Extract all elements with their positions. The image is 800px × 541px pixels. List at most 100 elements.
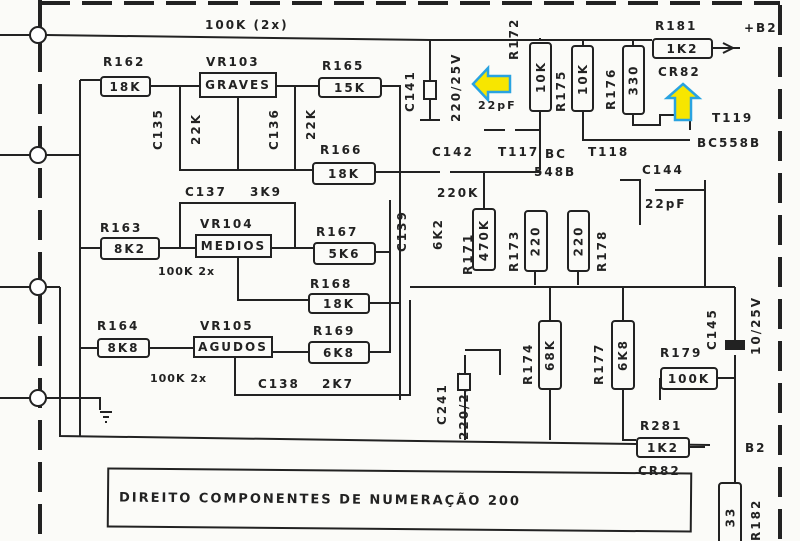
t118-ref: T118 <box>588 145 630 159</box>
r171-resistor: 470K <box>472 208 496 271</box>
r177-resistor: 6K8 <box>611 320 635 390</box>
r165-value: 15K <box>334 80 366 95</box>
vr105-pot: AGUDOS <box>193 336 273 358</box>
t117-ref: T117 <box>498 145 540 159</box>
r163-value: 8K2 <box>114 241 146 256</box>
c142-value: 220K <box>437 186 480 200</box>
r167-ref: R167 <box>316 225 359 239</box>
r175-value: 10K <box>575 62 590 95</box>
r176-resistor: 330 <box>622 45 645 115</box>
r172-resistor: 10K <box>529 42 552 112</box>
vr103-name: GRAVES <box>205 78 271 92</box>
vr104-name: MEDIOS <box>200 239 267 253</box>
c145-capacitor <box>725 340 745 350</box>
r181-diode: CR82 <box>658 65 701 79</box>
r174-ref: R174 <box>521 342 535 385</box>
r178-value: 220 <box>571 225 586 257</box>
r175-resistor: 10K <box>571 45 594 112</box>
c138-value: 2K7 <box>322 377 354 391</box>
r166-value: 18K <box>328 166 360 181</box>
t119-type: BC558B <box>697 136 762 150</box>
r175-ref: R175 <box>554 69 568 112</box>
c135-ref: C135 <box>151 108 165 150</box>
r166-ref: R166 <box>320 143 363 157</box>
c142-ref: C142 <box>432 145 474 159</box>
dashed-border <box>38 0 782 541</box>
c139-value: 6K2 <box>431 218 445 250</box>
c145-value: 10/25V <box>749 295 763 355</box>
r173-ref: R173 <box>507 229 521 272</box>
c144-value: 22pF <box>645 197 687 211</box>
vr104-value: 100K 2x <box>158 265 216 278</box>
r181-ref: R181 <box>655 19 698 33</box>
c145-ref: C145 <box>705 308 719 350</box>
r168-value: 18K <box>323 296 355 311</box>
c141-ref: C141 <box>403 70 417 112</box>
plus-b2-label: +B2 <box>744 21 778 35</box>
arrow-left-icon <box>471 64 512 104</box>
r281-resistor: 1K2 <box>636 437 690 458</box>
r182-value: 33 <box>723 506 738 528</box>
r174-value: 68K <box>543 339 557 371</box>
r162-ref: R162 <box>103 55 146 69</box>
r173-value: 220 <box>529 225 543 257</box>
c135-value: 22K <box>189 113 203 145</box>
t119-ref: T119 <box>712 111 754 125</box>
vr104-pot: MEDIOS <box>195 234 272 258</box>
r181-resistor: 1K2 <box>652 38 713 59</box>
r182-resistor: 33 <box>718 482 742 541</box>
pair-type-line2: 548B <box>534 165 577 179</box>
r162-resistor: 18K <box>100 76 151 97</box>
arrow-up-icon <box>663 82 703 122</box>
r181-value: 1K2 <box>666 41 699 56</box>
c138-ref: C138 <box>258 377 300 391</box>
vr105-name: AGUDOS <box>198 340 268 354</box>
r165-ref: R165 <box>322 59 365 73</box>
vr103-pot: GRAVES <box>199 72 277 98</box>
r166-resistor: 18K <box>312 162 376 185</box>
b2-label: B2 <box>745 441 767 455</box>
c136-value: 22K <box>304 108 318 140</box>
r179-value: 100K <box>667 371 711 386</box>
vr105-ref: VR105 <box>200 319 254 333</box>
r174-resistor: 68K <box>538 320 562 390</box>
c139-ref: C139 <box>395 210 409 252</box>
c144-ref: C144 <box>642 163 684 177</box>
note-box: DIREITO COMPONENTES DE NUMERAÇÃO 200 <box>106 467 693 533</box>
r172-ref: R172 <box>507 17 521 60</box>
r169-ref: R169 <box>313 324 356 338</box>
c137-ref: C137 <box>185 185 227 199</box>
note-text: DIREITO COMPONENTES DE NUMERAÇÃO 200 <box>118 490 522 509</box>
c137-value: 3K9 <box>250 185 282 199</box>
c140-value: 22pF <box>478 99 517 112</box>
top-label: 100K (2x) <box>205 18 289 32</box>
r281-ref: R281 <box>640 419 683 433</box>
r177-value: 6K8 <box>616 339 630 371</box>
r164-value: 8K8 <box>107 341 140 355</box>
r173-resistor: 220 <box>524 210 548 272</box>
r171-value: 470K <box>477 218 492 261</box>
r179-resistor: 100K <box>660 367 718 390</box>
r179-ref: R179 <box>660 346 703 360</box>
r182-ref: R182 <box>749 498 763 541</box>
r176-ref: R176 <box>604 67 618 110</box>
r168-resistor: 18K <box>308 293 370 314</box>
r163-resistor: 8K2 <box>100 237 160 260</box>
c141-capacitor <box>423 80 437 100</box>
vr103-ref: VR103 <box>206 55 260 69</box>
r281-value: 1K2 <box>647 440 679 455</box>
r177-ref: R177 <box>592 342 606 385</box>
c241-ref: C241 <box>435 383 449 425</box>
vr105-value: 100K 2x <box>150 372 208 385</box>
r163-ref: R163 <box>100 221 143 235</box>
r176-value: 330 <box>626 64 641 96</box>
r178-ref: R178 <box>595 229 609 272</box>
r168-ref: R168 <box>310 277 353 291</box>
r178-resistor: 220 <box>567 210 590 272</box>
r162-value: 18K <box>109 79 142 94</box>
pair-type-line1: BC <box>545 147 567 161</box>
c136-ref: C136 <box>267 108 281 150</box>
